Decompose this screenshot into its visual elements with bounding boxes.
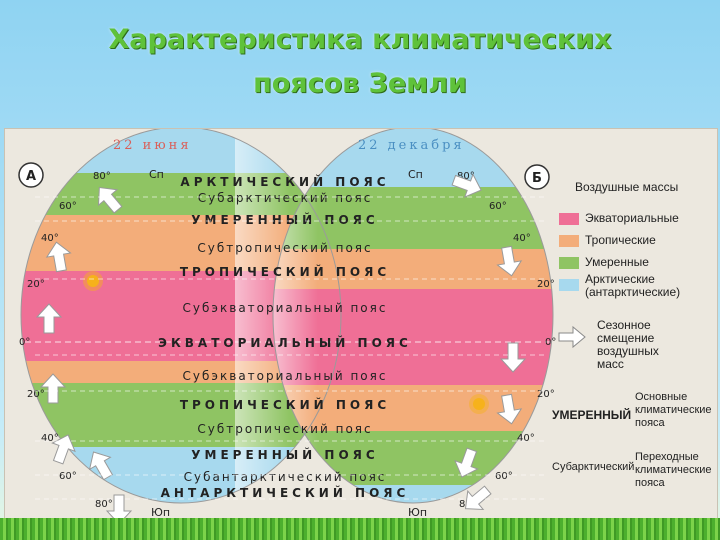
legend-swatch-temperate [559, 257, 579, 269]
seasonal-shift-arrow [451, 173, 482, 198]
legend-label-transitional-belts: Переходные климатические пояса [635, 451, 712, 489]
seasonal-shift-arrow [499, 342, 527, 373]
latitude-label-right: 20° [537, 279, 555, 290]
climate-belts-map: АРКТИЧЕСКИЙ ПОЯС Субарктический поясУМЕРЕ… [18, 129, 556, 525]
latitude-labels: 80° 80° 60° 60° 40° 40° 20° 20° 0° 0° 20° 20° 40° 40°… [19, 171, 556, 510]
latitude-label-right: 0° [545, 337, 556, 348]
latitude-label-right: 80° [457, 171, 475, 182]
seasonal-shift-arrow-icon [558, 325, 586, 349]
belt-label-main: АРКТИЧЕСКИЙ ПОЯС [180, 174, 389, 189]
belt-label-transitional: Субэкваториальный пояс [183, 301, 388, 315]
belt-labels: АРКТИЧЕСКИЙ ПОЯС Субарктический поясУМЕРЕ… [158, 174, 412, 500]
legend-swatch-tropical [559, 235, 579, 247]
legend-sample-transitional-belt: Субарктический [552, 461, 635, 473]
hemisphere-label-b: Б [532, 171, 542, 186]
title-line-1: Характеристика климатических [108, 24, 612, 55]
latitude-label-right: 40° [517, 433, 535, 444]
sun-icon-june [83, 271, 103, 291]
legend-label-main-belts: Основные климатические пояса [635, 391, 712, 429]
pole-north-left: Сп [149, 168, 164, 181]
belt-label-transitional: Субтропический пояс [197, 241, 372, 255]
latitude-label-left: 40° [41, 433, 59, 444]
legend-sample-main-belt: УМЕРЕННЫЙ [552, 408, 632, 422]
latitude-label-right: 60° [495, 471, 513, 482]
legend-label-equatorial: Экваториальные [585, 211, 679, 225]
latitude-label-right: 40° [513, 233, 531, 244]
date-december: 22 декабря [358, 138, 465, 153]
latitude-label-left: 40° [41, 233, 59, 244]
seasonal-shift-arrow [464, 485, 492, 511]
latitude-label-left: 0° [19, 337, 30, 348]
latitude-label-left: 60° [59, 201, 77, 212]
belt-label-main: УМЕРЕННЫЙ ПОЯС [191, 447, 378, 462]
legend-swatch-equatorial [559, 213, 579, 225]
seasonal-shift-arrow [97, 186, 123, 214]
belt-label-transitional: Субэкваториальный пояс [183, 369, 388, 383]
hemisphere-label-a: А [26, 169, 36, 184]
seasonal-shift-arrow [51, 434, 76, 465]
grass-decoration [0, 518, 720, 540]
legend-label-seasonal-shift: Сезонное смещение воздушных масс [597, 318, 659, 371]
belt-label-main: ЭКВАТОРИАЛЬНЫЙ ПОЯС [158, 335, 412, 350]
latitude-label-left: 80° [95, 499, 113, 510]
seasonal-shift-arrow [105, 494, 133, 525]
pole-north-right: Сп [408, 168, 423, 181]
pole-south-right: Юп [408, 506, 427, 519]
latitude-label-left: 20° [27, 279, 45, 290]
belt-label-transitional: Субарктический пояс [198, 191, 373, 205]
seasonal-shift-arrow [88, 451, 114, 481]
legend-label-tropical: Тропические [585, 233, 656, 247]
latitude-label-left: 60° [59, 471, 77, 482]
seasonal-shift-arrow [496, 245, 523, 277]
latitude-label-right: 60° [489, 201, 507, 212]
seasonal-shift-arrow [454, 447, 479, 478]
belt-label-main: ТРОПИЧЕСКИЙ ПОЯС [180, 264, 390, 279]
latitude-label-left: 80° [93, 171, 111, 182]
seasonal-shift-arrow [35, 303, 63, 334]
legend-swatch-arctic [559, 279, 579, 291]
pole-south-left: Юп [151, 506, 170, 519]
seasonal-shift-arrow [496, 393, 523, 425]
legend-title: Воздушные массы [575, 180, 679, 194]
legend-label-temperate: Умеренные [585, 255, 649, 269]
belt-label-main: АНТАРКТИЧЕСКИЙ ПОЯС [161, 485, 410, 500]
belt-label-main: ТРОПИЧЕСКИЙ ПОЯС [180, 397, 390, 412]
slide-title: Характеристика климатических поясов Земл… [0, 18, 720, 106]
latitude-label-left: 20° [27, 389, 45, 400]
seasonal-shift-arrow [39, 373, 67, 404]
seasonal-shift-arrow [45, 241, 72, 273]
sun-icon-december [469, 394, 489, 414]
shift-arrows [35, 173, 527, 525]
belt-label-transitional: Субантарктический пояс [184, 470, 387, 484]
latitude-label-right: 20° [537, 389, 555, 400]
belt-label-transitional: Субтропический пояс [197, 422, 372, 436]
date-june: 22 июня [113, 138, 192, 153]
legend-label-arctic: Арктические (антарктические) [585, 272, 681, 299]
title-line-2: поясов Земли [253, 68, 467, 99]
belt-label-main: УМЕРЕННЫЙ ПОЯС [191, 212, 378, 227]
